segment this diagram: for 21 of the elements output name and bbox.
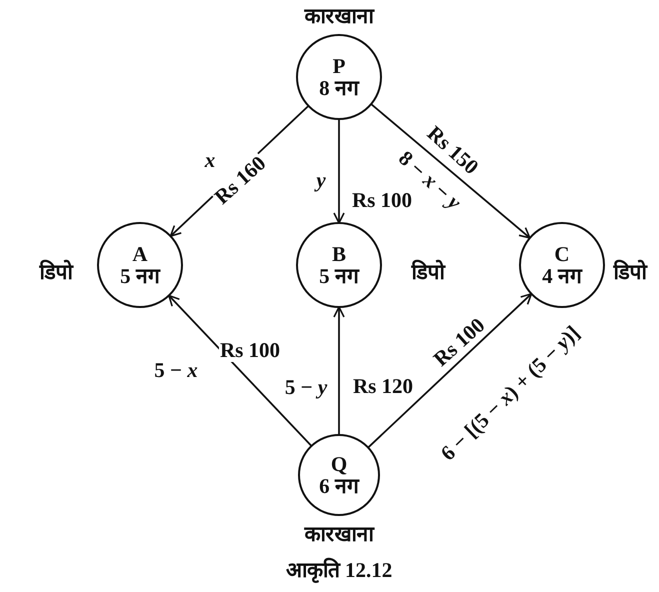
node-letter: C <box>554 243 570 265</box>
quantity-text: 4 नग <box>542 265 582 287</box>
quantity-text: 8 नग <box>319 77 359 99</box>
arrow <box>333 119 345 224</box>
node-circle <box>295 33 383 121</box>
node-letter: Q <box>330 453 348 475</box>
node-circle <box>96 221 184 309</box>
quantity-text: 5 नग <box>120 265 160 287</box>
arrow <box>168 294 312 447</box>
node-letter: B <box>332 243 346 265</box>
arrow <box>368 293 532 448</box>
node-circle <box>518 221 606 309</box>
arrow <box>370 103 531 239</box>
quantity-text: 6 नग <box>319 475 359 497</box>
node-letter: A <box>132 243 148 265</box>
figure-caption: आकृति 12.12 <box>284 558 394 582</box>
quantity-text: 5 नग <box>319 265 359 287</box>
node-circle <box>295 221 383 309</box>
node-letter: P <box>332 55 346 77</box>
node-circle <box>297 433 381 517</box>
arrow <box>333 306 345 435</box>
